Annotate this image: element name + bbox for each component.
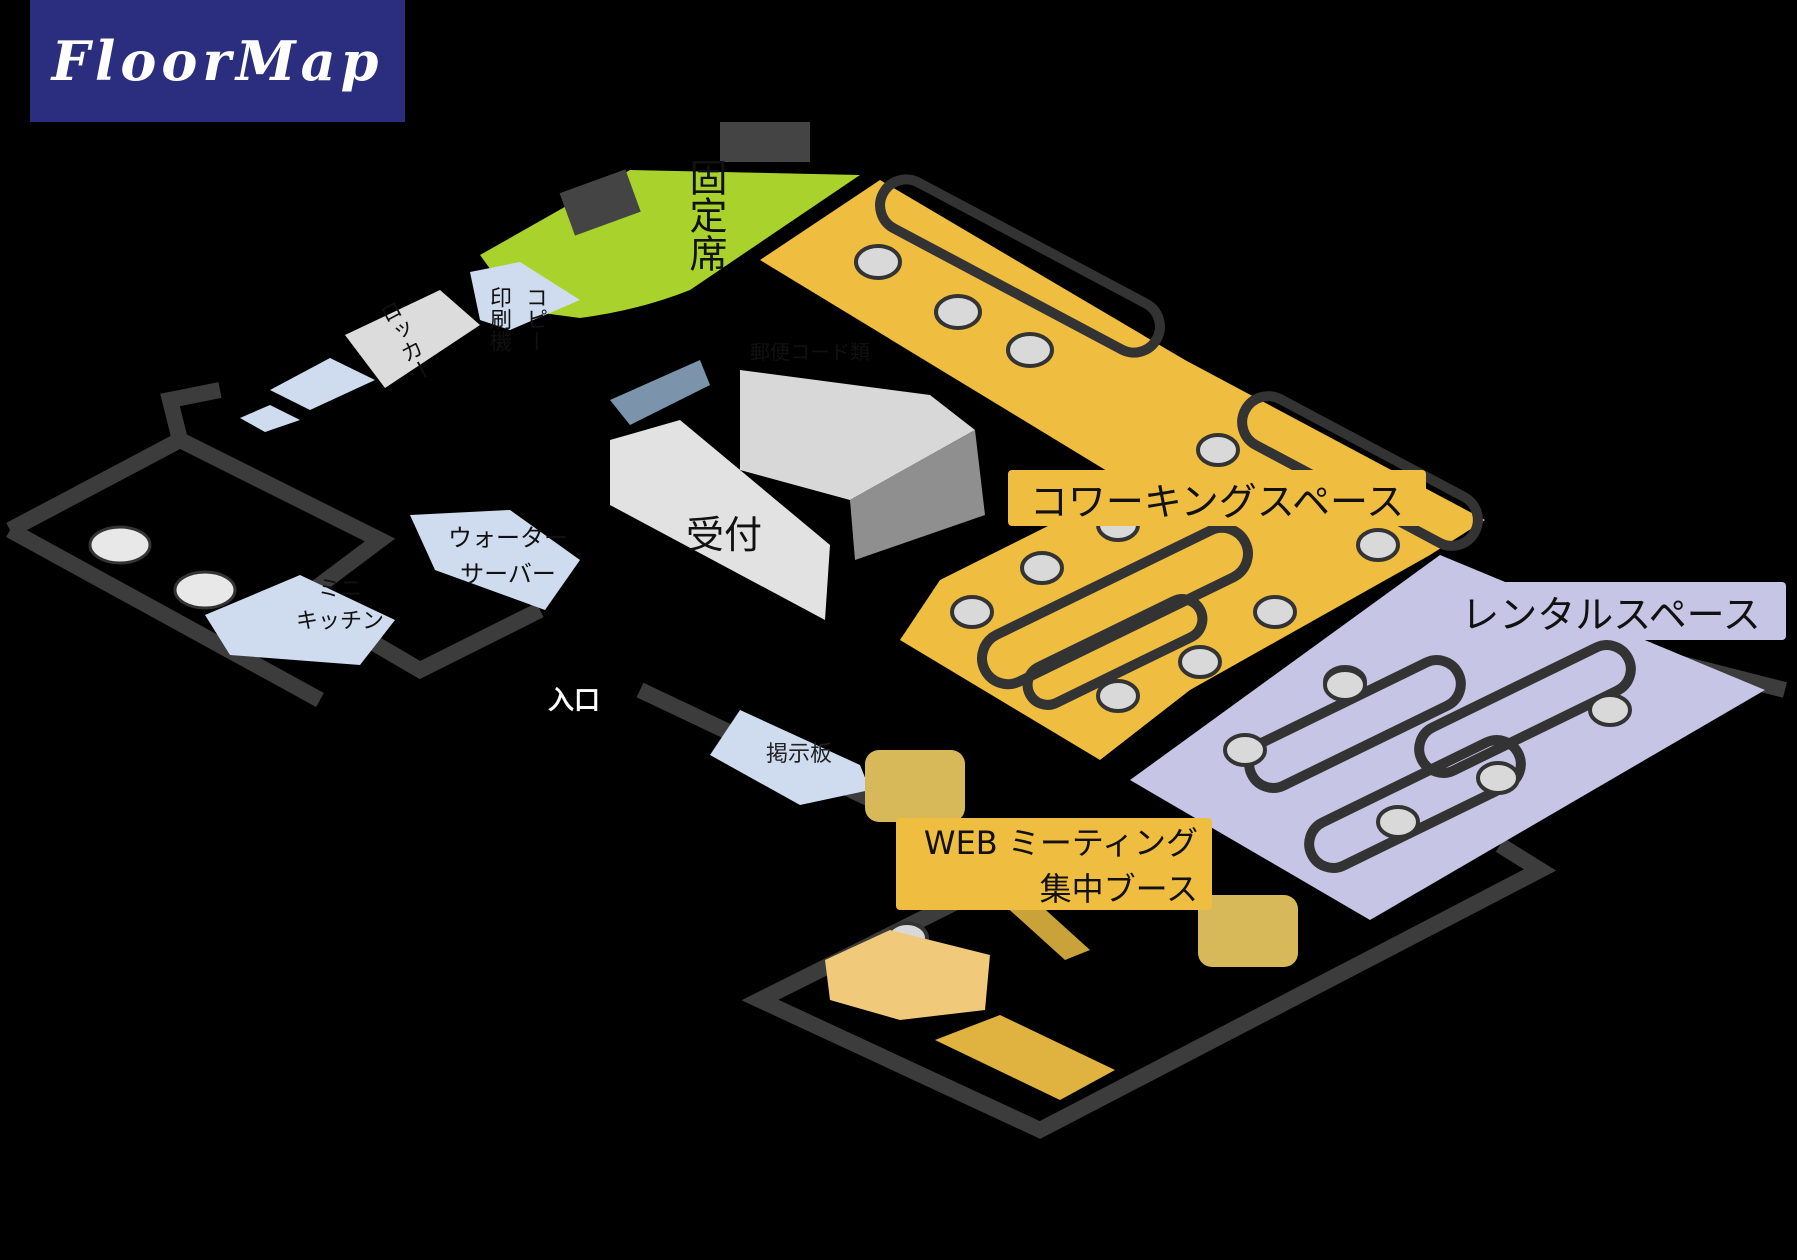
reception-block — [610, 360, 985, 620]
label-mail-box: 郵便コード類 — [750, 340, 870, 364]
label-kitchen: ミニ キッチン — [296, 577, 385, 634]
web-booths — [865, 750, 1298, 967]
fixed-seat-desks — [559, 122, 810, 236]
map-title-box: FloorMap — [30, 0, 405, 122]
chairs — [854, 244, 1632, 955]
label-web-booth: WEB ミーティング 集中ブース — [896, 818, 1212, 910]
label-water-server: ウォーター サーバー — [448, 524, 568, 588]
light-blue-fixtures — [205, 262, 870, 805]
label-reception: 受付 — [686, 513, 763, 557]
map-title: FloorMap — [51, 29, 384, 93]
coworking-tables — [875, 174, 1483, 710]
label-fixed-seats: 固定席 — [683, 158, 727, 272]
label-bulletin: 掲示板 — [766, 742, 833, 767]
rental-tables — [1244, 640, 1636, 873]
locker-block — [345, 290, 480, 388]
label-rental: レンタルスペース — [1436, 582, 1786, 640]
restroom-fixtures — [88, 525, 237, 610]
label-copier: コピー 印刷機 — [486, 286, 547, 352]
label-entrance: 入口 — [548, 686, 601, 716]
label-coworking: コワーキングスペース — [1008, 470, 1426, 526]
